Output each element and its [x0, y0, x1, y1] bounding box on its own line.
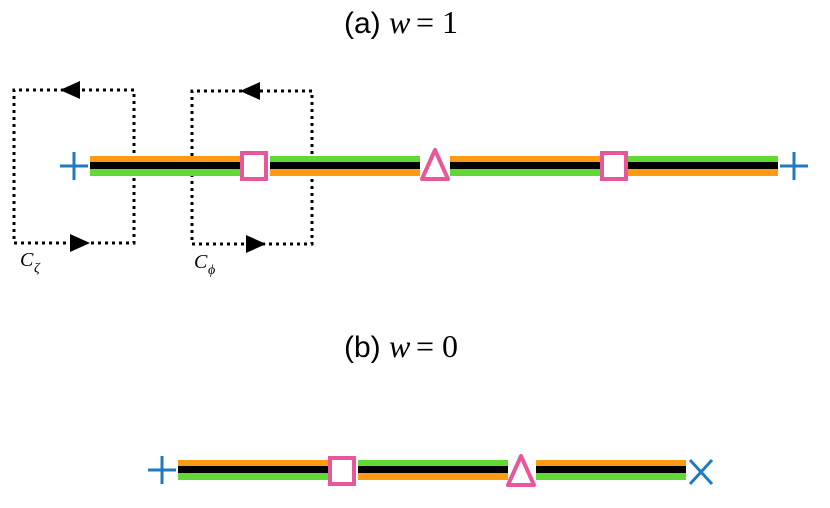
plus-icon — [60, 152, 88, 180]
contour-zeta-label: C — [20, 249, 34, 271]
square-icon — [600, 151, 628, 181]
panel-a-title: (a) w = 1 — [344, 4, 458, 40]
triangle-icon — [420, 148, 450, 181]
plus-icon — [780, 152, 808, 180]
arrow-right-icon — [246, 235, 266, 253]
panel-a-prefix: (a) — [344, 7, 381, 40]
contour-zeta: C ζ — [12, 81, 136, 276]
arrow-left-icon — [240, 82, 260, 100]
panel-b-strip — [178, 460, 686, 480]
panel-b-variable: w — [389, 328, 411, 364]
panel-b-title: (b) w = 0 — [344, 328, 458, 364]
contour-phi-label: C — [194, 251, 208, 273]
panel-a-equation: = 1 — [416, 4, 458, 40]
cross-icon — [688, 458, 714, 486]
panel-a-variable: w — [389, 4, 411, 40]
arrow-right-icon — [70, 234, 90, 252]
panel-b-prefix: (b) — [344, 331, 381, 364]
contour-phi: C ϕ — [190, 82, 314, 278]
square-icon — [328, 456, 356, 486]
panel-a-strip — [90, 156, 778, 176]
square-icon — [240, 151, 268, 181]
panel-b-equation: = 0 — [416, 328, 458, 364]
triangle-icon — [506, 454, 536, 487]
contour-zeta-subscript: ζ — [34, 261, 41, 276]
contour-phi-subscript: ϕ — [208, 263, 215, 278]
arrow-left-icon — [60, 81, 80, 99]
plus-icon — [148, 456, 176, 484]
